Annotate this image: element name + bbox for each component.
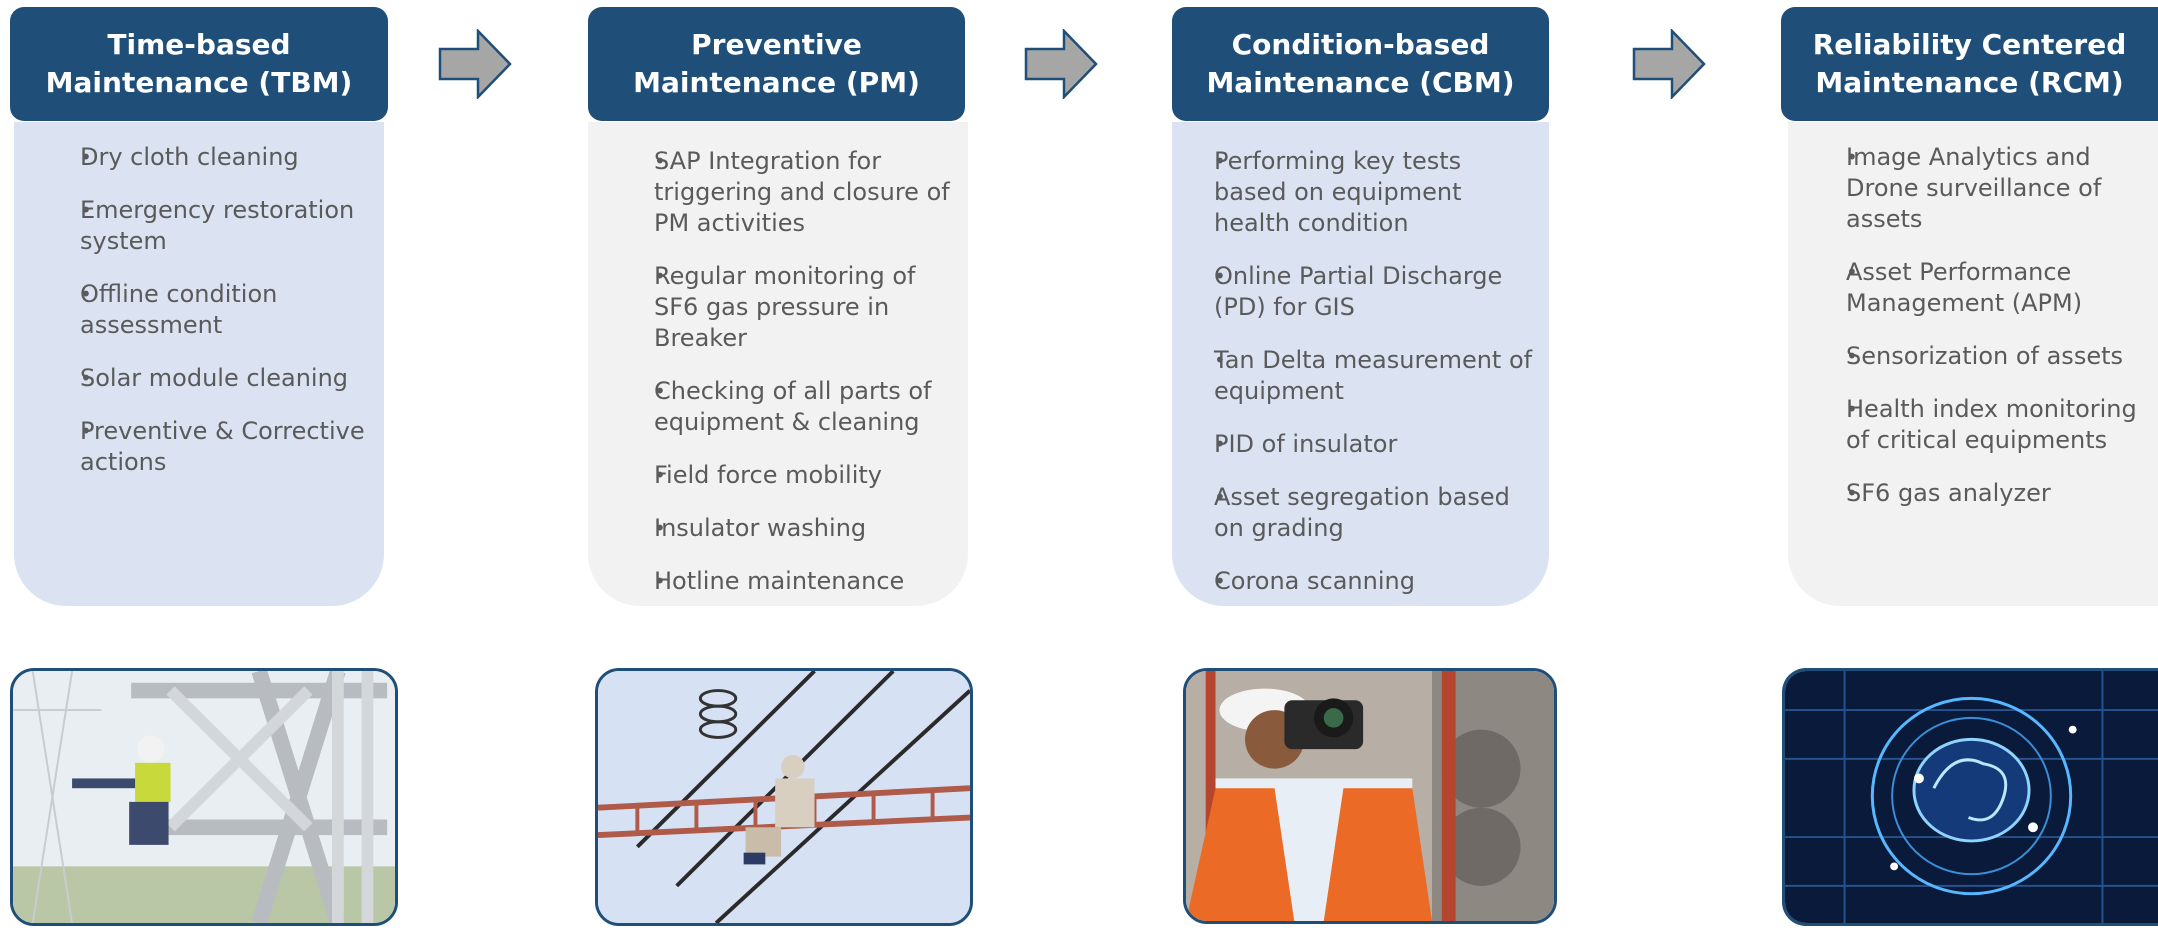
header-rcm-line1: Reliability Centered	[1812, 28, 2127, 61]
list-item: Tan Delta measurement of equipment	[1172, 345, 1549, 407]
list-item: Field force mobility	[588, 460, 968, 491]
header-rcm: Reliability Centered Maintenance (RCM)	[1781, 7, 2158, 121]
list-item: Regular monitoring of SF6 gas pressure i…	[588, 261, 968, 354]
header-pm-line1: Preventive	[691, 28, 862, 61]
list-item: Performing key tests based on equipment …	[1172, 146, 1549, 239]
list-item: Online Partial Discharge (PD) for GIS	[1172, 261, 1549, 323]
list-item: Hotline maintenance	[588, 566, 968, 597]
list-item: PID of insulator	[1172, 429, 1549, 460]
list-item: Dry cloth cleaning	[14, 142, 384, 173]
list-item: Insulator washing	[588, 513, 968, 544]
list-item: Corona scanning	[1172, 566, 1549, 597]
header-tbm: Time-based Maintenance (TBM)	[10, 7, 388, 121]
list-item: Checking of all parts of equipment & cle…	[588, 376, 968, 438]
arrow-right-icon	[1024, 29, 1098, 99]
header-pm-line2: Maintenance (PM)	[633, 66, 920, 99]
list-item: Emergency restoration system	[14, 195, 384, 257]
header-tbm-line1: Time-based	[107, 28, 291, 61]
list-item: SF6 gas analyzer	[1788, 478, 2158, 509]
panel-pm: SAP Integration for triggering and closu…	[588, 122, 968, 606]
header-cbm-line2: Maintenance (CBM)	[1206, 66, 1515, 99]
list-pm: SAP Integration for triggering and closu…	[588, 146, 968, 619]
list-item: Preventive & Corrective actions	[14, 416, 384, 478]
panel-cbm: Performing key tests based on equipment …	[1172, 122, 1549, 606]
header-cbm: Condition-based Maintenance (CBM)	[1172, 7, 1549, 121]
header-pm: Preventive Maintenance (PM)	[588, 7, 965, 121]
panel-rcm: Image Analytics and Drone surveillance o…	[1788, 122, 2158, 606]
list-rcm: Image Analytics and Drone surveillance o…	[1788, 142, 2158, 531]
list-item: SAP Integration for triggering and closu…	[588, 146, 968, 239]
list-item: Solar module cleaning	[14, 363, 384, 394]
hotline-worker-photo	[595, 668, 973, 926]
camera-inspector-photo	[1183, 668, 1557, 924]
list-item: Health index monitoring of critical equi…	[1788, 394, 2158, 456]
list-item: Asset segregation based on grading	[1172, 482, 1549, 544]
list-item: Asset Performance Management (APM)	[1788, 257, 2158, 319]
arrow-right-icon	[438, 29, 512, 99]
list-tbm: Dry cloth cleaning Emergency restoration…	[14, 142, 384, 500]
list-item: Offline condition assessment	[14, 279, 384, 341]
digital-brain-photo	[1782, 668, 2158, 926]
list-item: Sensorization of assets	[1788, 341, 2158, 372]
panel-tbm: Dry cloth cleaning Emergency restoration…	[14, 122, 384, 606]
list-item: Image Analytics and Drone surveillance o…	[1788, 142, 2158, 235]
arrow-right-icon	[1632, 29, 1706, 99]
header-rcm-line2: Maintenance (RCM)	[1815, 66, 2124, 99]
tower-climber-photo	[10, 668, 398, 926]
header-tbm-line2: Maintenance (TBM)	[45, 66, 353, 99]
list-cbm: Performing key tests based on equipment …	[1172, 146, 1549, 619]
header-cbm-line1: Condition-based	[1231, 28, 1490, 61]
